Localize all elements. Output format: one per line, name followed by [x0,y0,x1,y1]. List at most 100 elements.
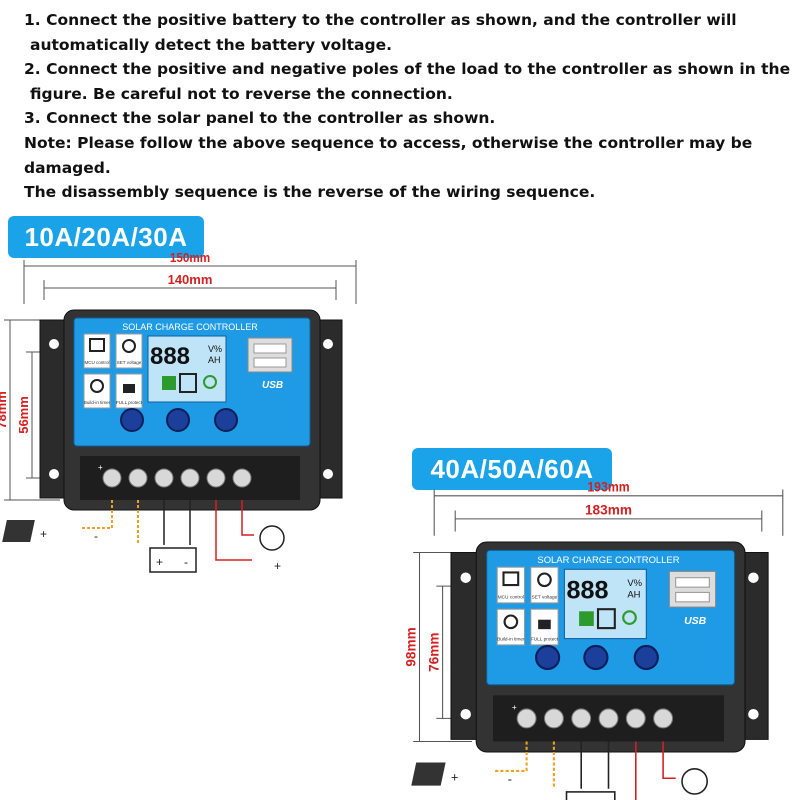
instruction-2: 2. Connect the positive and negative pol… [24,60,791,79]
mcu-label: MCU control [498,595,524,601]
lcd-digits-large: 888 [566,577,608,605]
menu-button [120,408,144,432]
chip-icon [89,338,105,352]
mount-hole [460,708,471,720]
controller-large: 193mm 183mm 98mm 76mm SOLAR CHARGE CONTROLLE… [403,479,784,800]
note-cont: damaged. [24,158,111,177]
bulb-plus: + [274,559,281,573]
outer-width-label-small: 150mm [170,250,210,265]
usb-label-large: USB [684,615,707,627]
inner-height-label-large: 76mm [426,633,441,672]
solar-panel-icon [411,762,446,786]
lcd-screen-large [563,568,647,640]
down-button [214,408,238,432]
timer-label: Build-in timer [497,637,525,643]
mount-hole [49,339,59,349]
mount-hole [748,572,759,583]
usb-port [675,591,710,603]
battery-box-icon [149,547,197,573]
timer-label: Build-in timer [84,400,111,405]
bulb-icon [622,610,637,625]
solar-wire [80,500,139,545]
mcu-label: MCU control [84,360,109,365]
terminal-screw-1 [102,468,122,488]
solar-minus: - [508,773,512,787]
outer-width-label-large: 193mm [587,479,629,495]
dim-inner-width-small: 140mm [43,272,337,300]
light-bulb-icon [259,525,285,551]
set-label: SET voltage [117,360,142,365]
terminal-screw-2 [128,468,148,488]
panel-title-large: SOLAR CHARGE CONTROLLER [537,555,679,566]
term-plus: + [512,702,517,712]
up-button [166,408,190,432]
clock-icon [503,614,519,630]
set-label: SET voltage [532,595,558,601]
solar-plus: + [40,527,47,541]
solar-plus: + [451,770,458,784]
inner-width-label-small: 140mm [168,272,213,287]
gear-icon [537,572,552,588]
gear-icon [122,339,136,353]
instruction-3: 3. Connect the solar panel to the contro… [24,109,496,128]
bulb-icon [203,375,217,389]
dim-outer-width-small: 150mm [23,250,357,304]
usb-label-small: USB [262,380,283,391]
term-plus: + [98,463,103,472]
lock-icon [123,384,135,393]
note: Note: Please follow the above sequence t… [24,133,753,152]
battery-plus: + [156,555,163,569]
terminal-screw-3 [571,708,592,729]
solar-wire [492,741,555,789]
up-button [583,644,609,671]
load-wire [635,741,676,800]
solar-panel-icon [2,520,35,542]
solar-icon [579,611,594,626]
terminal-screw-5 [206,468,226,488]
mount-hole [49,469,59,479]
terminal-screw-1 [516,708,537,729]
mount-hole [460,572,471,583]
lcd-unit-bottom: AH [627,590,640,601]
inner-height-label-small: 56mm [16,396,31,434]
instruction-2-cont: figure. Be careful not to reverse the co… [30,84,453,103]
instruction-1-cont: automatically detect the battery voltage… [30,35,392,54]
terminal-screw-6 [232,468,252,488]
terminal-screw-5 [625,708,646,729]
outer-height-label-large: 98mm [403,627,418,666]
mount-hole [748,708,759,720]
menu-button [534,644,561,671]
dim-inner-width-large: 183mm [454,503,763,532]
terminal-screw-2 [543,708,564,729]
protect-label: FULL protect [531,637,559,643]
instructions: 1. Connect the positive battery to the c… [24,8,794,205]
battery-wire [163,500,191,545]
solar-icon [162,376,176,390]
battery-minus: - [184,555,188,569]
panel-title-small: SOLAR CHARGE CONTROLLER [122,322,258,332]
down-button [633,644,659,671]
terminal-screw-4 [598,708,619,729]
usb-port [675,577,710,588]
light-bulb-icon [681,768,708,795]
solar-minus: - [94,529,98,543]
lcd-unit-top: V% [627,578,642,589]
chip-icon [502,571,520,587]
clock-icon [90,379,104,393]
battery-icon [179,373,197,393]
outer-height-label-small: 78mm [0,391,9,429]
protect-label: FULL protect [116,400,143,405]
disassembly-note: The disassembly sequence is the reverse … [24,183,596,202]
usb-port [253,357,287,368]
lcd-unit-top: V% [208,344,222,354]
battery-wire [580,741,610,789]
load-wire [215,500,254,561]
lcd-digits-small: 888 [150,343,190,370]
model-badge-large: 40A/50A/60A [412,448,612,490]
inner-width-label-large: 183mm [585,503,632,518]
terminal-screw-4 [180,468,200,488]
instruction-1: 1. Connect the positive battery to the c… [24,11,737,29]
dim-outer-width-large: 193mm [433,479,784,536]
lock-icon [538,619,551,630]
